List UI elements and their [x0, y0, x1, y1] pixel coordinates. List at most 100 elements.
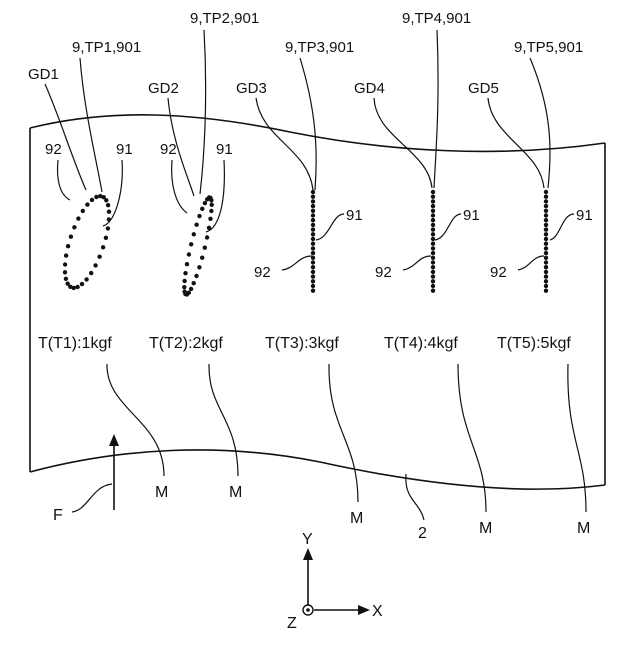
tp2-leader: [200, 30, 206, 194]
m-label-5: M: [577, 520, 590, 537]
wire-dot-group1: [97, 255, 101, 259]
tension-label-2: T(T2):2kgf: [149, 335, 223, 352]
z-axis-dot: [306, 608, 310, 612]
g2-label-92: 92: [160, 141, 177, 158]
wire-dot-group1: [93, 263, 97, 267]
wire-marks: [63, 190, 548, 297]
wire-dot-group5: [544, 209, 548, 213]
wire-dot-group4: [431, 209, 435, 213]
wire-dot-group5: [544, 289, 548, 293]
wire-dot-group2: [200, 207, 204, 211]
wire-dot-group1: [69, 235, 73, 239]
wire-dot-group3: [311, 195, 315, 199]
sheet-bottom-edge: [30, 450, 605, 489]
wire-dot-group1: [106, 203, 110, 207]
wire-dot-group3: [311, 227, 315, 231]
m-label-1: M: [155, 484, 168, 501]
gd4-leader: [374, 98, 432, 188]
wire-dot-group4: [431, 223, 435, 227]
wire-dot-group4: [431, 227, 435, 231]
gd3-leader: [256, 98, 313, 190]
g1-92-leader: [58, 160, 71, 200]
sheet-numeral-label: 2: [418, 525, 427, 542]
wire-dot-group2: [203, 201, 207, 205]
m3-leader: [329, 364, 358, 502]
wire-dot-group1: [76, 216, 80, 220]
wire-dot-group4: [431, 242, 435, 246]
x-axis-arrowhead: [358, 605, 370, 615]
wire-dot-group5: [544, 265, 548, 269]
wire-dot-group5: [544, 256, 548, 260]
wire-dot-group3: [311, 232, 315, 236]
wire-dot-group5: [544, 199, 548, 203]
wire-dot-group1: [66, 282, 70, 286]
wire-dot-group4: [431, 284, 435, 288]
tp1-leader: [80, 58, 102, 192]
g5-label-91: 91: [576, 207, 593, 224]
wire-dot-group3: [311, 270, 315, 274]
wire-dot-group5: [544, 260, 548, 264]
force-leader: [72, 484, 112, 512]
gd1-leader: [45, 84, 86, 190]
wire-dot-group4: [431, 279, 435, 283]
m-label-2: M: [229, 484, 242, 501]
wire-dot-group2: [182, 290, 186, 294]
gd4-label: GD4: [354, 80, 385, 97]
sheet-outline: [30, 115, 605, 489]
tension-label-1: T(T1):1kgf: [38, 335, 112, 352]
m-label-4: M: [479, 520, 492, 537]
g4-91-leader: [435, 214, 461, 240]
wire-dot-group1: [72, 225, 76, 229]
wire-dot-group1: [85, 202, 89, 206]
g5-92-leader: [518, 256, 544, 270]
wire-dot-group4: [431, 204, 435, 208]
tp2-label: 9,TP2,901: [190, 10, 259, 27]
wire-dot-group3: [311, 213, 315, 217]
tp1-label: 9,TP1,901: [72, 39, 141, 56]
wire-dot-group1: [75, 285, 79, 289]
wire-dot-group5: [544, 232, 548, 236]
x-axis-label: X: [372, 603, 383, 620]
wire-dot-group2: [182, 285, 186, 289]
wire-dot-group3: [311, 251, 315, 255]
wire-dot-group5: [544, 218, 548, 222]
m-leaders: [107, 364, 586, 512]
wire-dot-group1: [80, 282, 84, 286]
g5-label-92: 92: [490, 264, 507, 281]
g3-label-91: 91: [346, 207, 363, 224]
wire-dot-group1: [64, 253, 68, 257]
wire-dot-group4: [431, 246, 435, 250]
wire-dot-group2: [209, 209, 213, 213]
wire-dot-group5: [544, 279, 548, 283]
coordinate-axes: [303, 548, 370, 615]
tp4-label: 9,TP4,901: [402, 10, 471, 27]
wire-dot-group2: [208, 217, 212, 221]
wire-dot-group2: [194, 223, 198, 227]
wire-dot-group5: [544, 190, 548, 194]
gd5-leader: [488, 98, 544, 188]
g3-92-leader: [282, 256, 312, 270]
wire-dot-group5: [544, 251, 548, 255]
wire-dot-group5: [544, 223, 548, 227]
wire-dot-group4: [431, 256, 435, 260]
wire-dot-group3: [311, 289, 315, 293]
gd2-label: GD2: [148, 80, 179, 97]
wire-dot-group2: [189, 242, 193, 246]
wire-dot-group2: [187, 252, 191, 256]
wire-dot-group2: [192, 232, 196, 236]
wire-dot-group3: [311, 204, 315, 208]
wire-dot-group1: [107, 210, 111, 214]
wire-dot-group1: [66, 244, 70, 248]
wire-dot-group3: [311, 190, 315, 194]
m5-leader: [568, 364, 586, 512]
wire-dot-group1: [81, 209, 85, 213]
tp3-leader: [300, 58, 316, 190]
g1-91-leader: [103, 160, 122, 226]
wire-dot-group3: [311, 209, 315, 213]
m1-leader: [107, 364, 164, 476]
g1-label-92: 92: [45, 141, 62, 158]
wire-dot-group5: [544, 195, 548, 199]
g5-91-leader: [550, 214, 574, 240]
